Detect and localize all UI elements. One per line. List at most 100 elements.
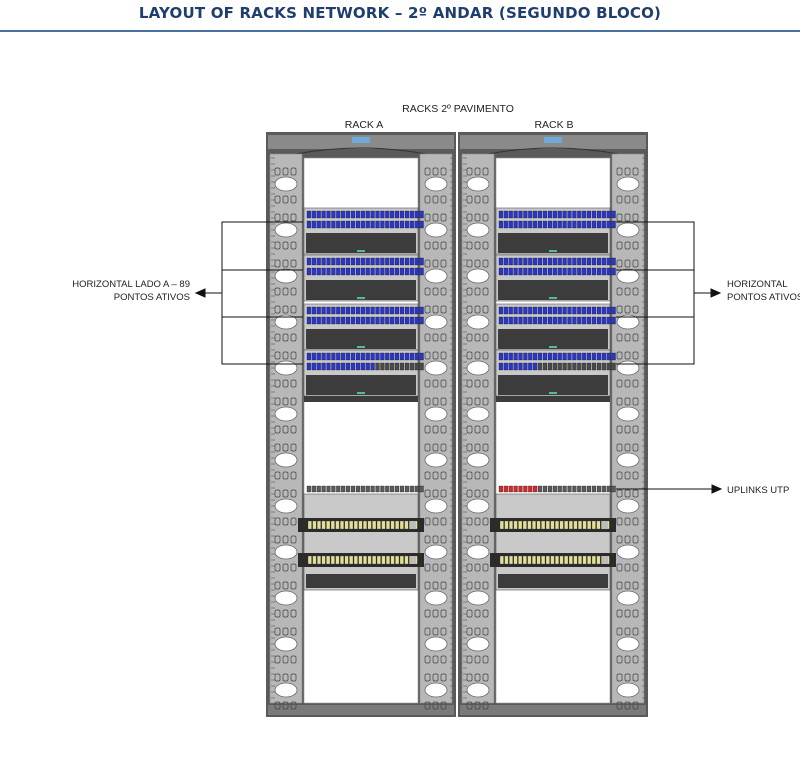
patch-port [311, 362, 316, 371]
patch-port [518, 352, 523, 361]
rail-slot [432, 305, 439, 314]
patch-port [404, 210, 409, 219]
rail-slot [632, 701, 639, 710]
rail-slot [290, 609, 297, 618]
patch-port [498, 352, 503, 361]
patch-port [409, 257, 414, 266]
switch-port [568, 555, 573, 565]
rail-slot [616, 397, 623, 406]
patch-port [370, 267, 375, 276]
patch-port [591, 352, 597, 361]
patch-port [601, 362, 606, 371]
cable-ring [274, 498, 298, 514]
patch-port [316, 210, 321, 219]
patch-port [591, 210, 597, 219]
patch-port [533, 352, 538, 361]
patch-port [518, 220, 523, 229]
patch-port [508, 362, 513, 371]
rail-slot [616, 287, 623, 296]
rail-slot [424, 673, 431, 682]
horizontal-left-connector [194, 221, 303, 365]
patch-port [331, 352, 336, 361]
rail-slot [624, 287, 631, 296]
rail-slot [474, 351, 481, 360]
rail-slot [616, 379, 623, 388]
rail-slot [432, 333, 439, 342]
patch-port [419, 210, 424, 219]
rail-slot [616, 609, 623, 618]
patch-port [306, 257, 311, 266]
cable-ring [616, 176, 640, 192]
rail-slot [274, 305, 281, 314]
patch-port [552, 316, 557, 325]
rail-slot [274, 213, 281, 222]
cable-ring [466, 636, 490, 652]
patch-port [518, 306, 523, 315]
patch-port [567, 210, 572, 219]
patch-port [596, 352, 601, 361]
patch-port [385, 362, 390, 371]
rail-slot [440, 563, 447, 572]
patch-port [533, 257, 538, 266]
rail-slot [632, 517, 639, 526]
rail-slot [282, 517, 289, 526]
patch-port [591, 485, 597, 493]
cable-ring [274, 268, 298, 284]
rail-slot [474, 627, 481, 636]
rail-slot [440, 489, 447, 498]
patch-port [591, 220, 597, 229]
rail-slot [482, 425, 489, 434]
switch-port [349, 520, 354, 530]
rail-slot [290, 259, 297, 268]
patch-port [331, 220, 336, 229]
switch-port [367, 555, 372, 565]
patch-port [606, 352, 611, 361]
patch-port [518, 210, 523, 219]
uplink-port [533, 485, 538, 493]
patch-port [321, 485, 326, 493]
panel-led [549, 392, 557, 394]
cable-ring [466, 268, 490, 284]
patch-port [572, 210, 577, 219]
patch-port [557, 257, 562, 266]
rail-slot [282, 471, 289, 480]
rail-slot [632, 305, 639, 314]
patch-port [557, 267, 562, 276]
patch-port [395, 485, 400, 493]
patch-port [316, 220, 321, 229]
rail-slot [290, 195, 297, 204]
patch-port [498, 267, 503, 276]
patch-port [562, 220, 567, 229]
cable-ring [424, 176, 448, 192]
rail-slot [282, 259, 289, 268]
rail-slot [440, 167, 447, 176]
switch-port [573, 520, 578, 530]
rail-slot [474, 333, 481, 342]
rail-slot [632, 259, 639, 268]
patch-port [601, 352, 606, 361]
patch-port [385, 257, 390, 266]
rail-slot [632, 397, 639, 406]
patch-port [375, 316, 380, 325]
patch-port [395, 267, 400, 276]
patch-port [331, 267, 336, 276]
patch-port [341, 257, 346, 266]
patch-port [346, 210, 351, 219]
switch-port [381, 520, 386, 530]
cable-ring [274, 222, 298, 238]
patch-port [577, 306, 582, 315]
patch-port [533, 267, 538, 276]
rail-slot [424, 701, 431, 710]
rail-slot [440, 535, 447, 544]
patch-port [572, 485, 577, 493]
rail-slot [474, 535, 481, 544]
switch-port [513, 555, 518, 565]
patch-port [326, 352, 331, 361]
rail-slot [290, 241, 297, 250]
rail-slot [290, 333, 297, 342]
cable-manager [498, 375, 608, 395]
patch-port [336, 316, 341, 325]
patch-port [390, 306, 395, 315]
patch-port [518, 316, 523, 325]
